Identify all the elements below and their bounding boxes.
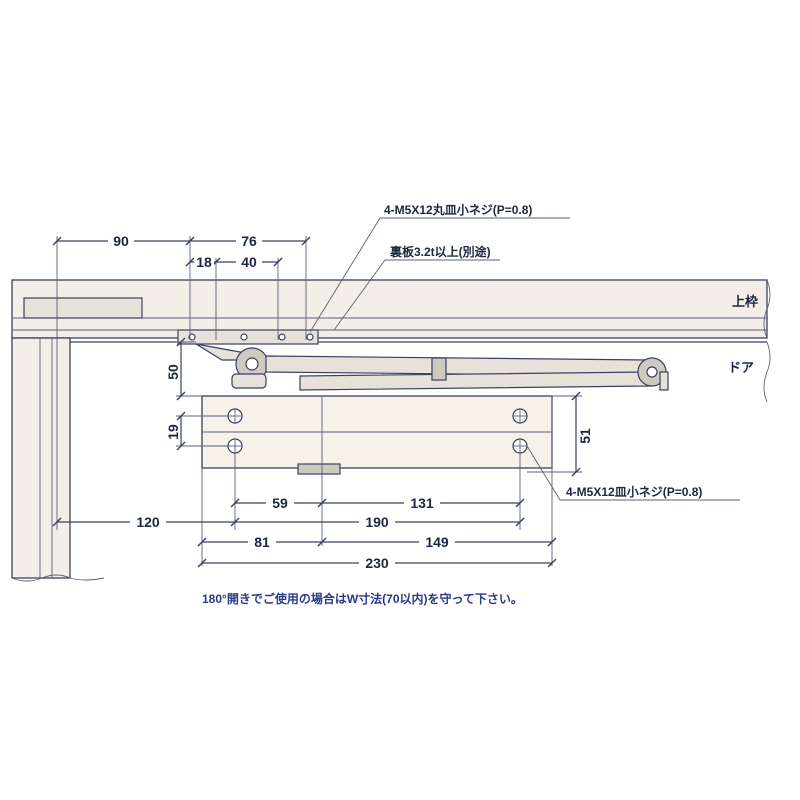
dim-81: 81 (254, 534, 270, 550)
frame-bracket (177, 329, 319, 345)
dim-50: 50 (165, 364, 181, 380)
dim-120: 120 (136, 514, 160, 530)
backing-plate-note: 裏板3.2t以上(別途) (389, 244, 491, 259)
dim-59: 59 (272, 495, 288, 511)
dim-18: 18 (196, 254, 212, 270)
door-jamb (11, 337, 105, 582)
dim-19: 19 (165, 424, 181, 440)
dim-149: 149 (425, 534, 449, 550)
annotations: 4-M5X12丸皿小ネジ(P=0.8) 裏板3.2t以上(別途) 4-M5X12… (384, 202, 758, 499)
dim-230: 230 (365, 555, 389, 571)
closer-arm (195, 343, 669, 391)
closer-body (201, 395, 553, 475)
door-label: ドア (728, 360, 754, 375)
dim-76: 76 (241, 233, 257, 249)
caption: 180°開きでご使用の場合はW寸法(70以内)を守って下さい。 (202, 591, 523, 606)
dim-51: 51 (577, 428, 593, 444)
dimension-lines (52, 217, 740, 568)
screw-top-note: 4-M5X12丸皿小ネジ(P=0.8) (384, 202, 532, 217)
frame-label: 上枠 (732, 294, 758, 309)
dim-40: 40 (241, 254, 257, 270)
screw-body-note: 4-M5X12皿小ネジ(P=0.8) (566, 484, 702, 499)
dim-190: 190 (365, 514, 389, 530)
dimension-labels: 90 76 18 40 50 19 51 59 131 120 190 81 1… (108, 232, 593, 571)
head-frame (11, 279, 771, 339)
dim-90: 90 (113, 233, 129, 249)
dim-131: 131 (410, 495, 434, 511)
